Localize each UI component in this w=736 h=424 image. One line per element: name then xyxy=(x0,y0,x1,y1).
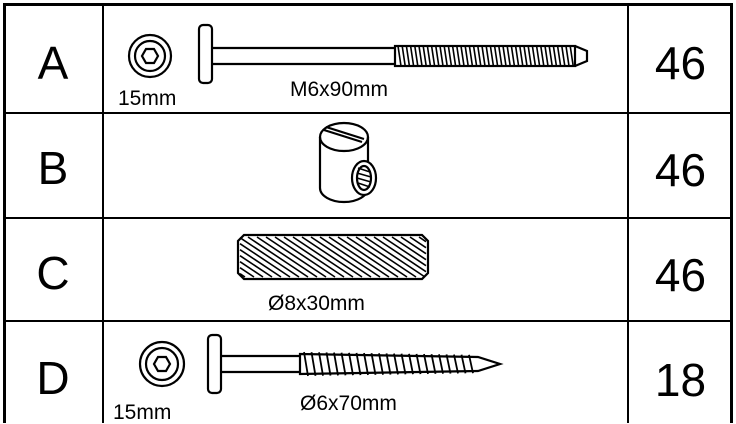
part-letter: B xyxy=(37,142,69,194)
row-divider-1 xyxy=(3,112,733,114)
size-label: Ø6x70mm xyxy=(300,392,397,415)
head-diameter-label: 15mm xyxy=(113,401,172,424)
row-divider-3 xyxy=(3,320,733,322)
bolt-icon xyxy=(127,23,589,85)
quantity: 46 xyxy=(654,144,707,196)
part-letter: D xyxy=(36,352,70,404)
size-label: M6x90mm xyxy=(290,78,389,101)
table-border-right xyxy=(730,3,733,423)
quantity: 46 xyxy=(654,249,707,301)
column-divider-1 xyxy=(102,3,104,423)
head-diameter-label: 15mm xyxy=(118,87,177,110)
part-letter: C xyxy=(36,247,70,299)
quantity: 46 xyxy=(654,37,707,89)
table-border-left xyxy=(3,3,6,423)
size-label: Ø8x30mm xyxy=(268,292,365,315)
wood-screw-icon xyxy=(138,333,504,395)
table-border-top xyxy=(3,3,733,6)
quantity: 18 xyxy=(654,354,707,406)
wood-dowel-icon xyxy=(236,233,430,281)
row-divider-2 xyxy=(3,217,733,219)
part-letter: A xyxy=(37,37,69,89)
barrel-nut-icon xyxy=(318,121,378,204)
column-divider-2 xyxy=(627,3,629,423)
